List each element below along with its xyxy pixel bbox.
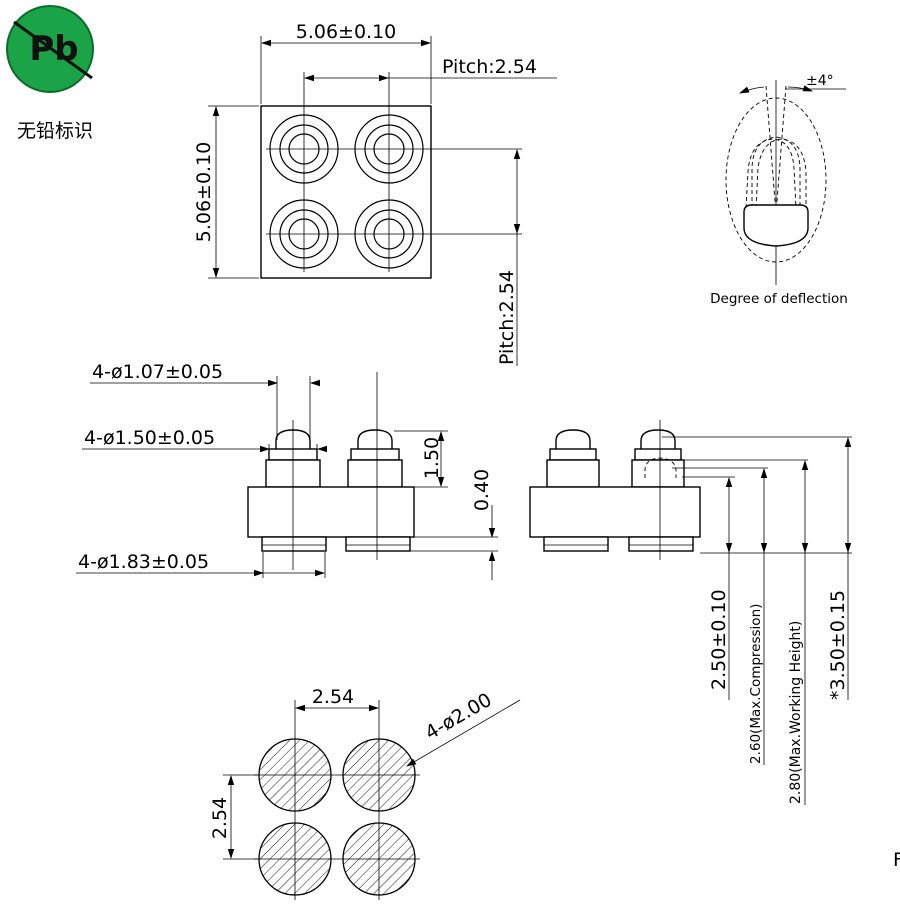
deflection-detail: ±4° Degree of deflection xyxy=(710,73,848,307)
side-view-right: 2.50±0.10 2.60(Max.Compression) 2.80(Max… xyxy=(529,420,852,805)
connector-body xyxy=(247,486,415,538)
height-040-label: 0.40 xyxy=(471,469,493,511)
plunger-tip xyxy=(357,429,393,449)
pcb-pitch-h-dimension: 2.54 xyxy=(295,686,379,712)
pin-dia-label: 4-ø1.07±0.05 xyxy=(92,361,223,383)
top-view-outline xyxy=(260,105,432,279)
plunger-barrel xyxy=(347,459,403,488)
plunger-outline-center xyxy=(751,136,801,208)
plunger-neck xyxy=(350,448,400,461)
base-dia-label: 4-ø1.83±0.05 xyxy=(78,551,209,573)
height-250-dimension: 2.50±0.10 xyxy=(708,477,733,700)
plunger-dia-dimension: 4-ø1.50±0.05 xyxy=(82,427,327,460)
height-280-label: 2.80(Max.Working Height) xyxy=(788,621,804,804)
pcb-pitch-v-dimension: 2.54 xyxy=(209,774,258,860)
height-040-dimension: 0.40 xyxy=(410,469,498,580)
pcb-pad-dia-dimension: 4-ø2.00 xyxy=(406,689,521,767)
base-dia-dimension: 4-ø1.83±0.05 xyxy=(76,551,326,578)
top-height-label: 5.06±0.10 xyxy=(193,142,215,243)
pcb-pads xyxy=(258,738,416,896)
side-view-left: 4-ø1.07±0.05 4-ø1.50±0.05 4-ø1.83±0.05 1… xyxy=(76,361,498,580)
height-260-label: 2.60(Max.Compression) xyxy=(748,604,764,764)
height-150-label: 1.50 xyxy=(421,437,443,479)
top-height-dimension: 5.06±0.10 xyxy=(193,105,259,279)
deflection-caption: Degree of deflection xyxy=(710,291,848,307)
top-pitch-h-label: Pitch:2.54 xyxy=(442,56,537,78)
top-pitch-h-dimension: Pitch:2.54 xyxy=(304,56,557,82)
base-tail xyxy=(345,536,411,552)
height-280-dimension: 2.80(Max.Working Height) xyxy=(788,460,809,805)
pin-dia-dimension: 4-ø1.07±0.05 xyxy=(90,361,320,440)
height-250-label: 2.50±0.10 xyxy=(708,589,730,690)
height-350-dimension: *3.50±0.15 xyxy=(827,437,852,700)
top-pitch-v-dimension: Pitch:2.54 xyxy=(496,149,521,366)
height-150-dimension: 1.50 xyxy=(394,430,448,488)
logo-caption: 无铅标识 xyxy=(17,120,93,142)
top-pitch-v-label: Pitch:2.54 xyxy=(496,270,518,365)
top-width-label: 5.06±0.10 xyxy=(296,21,397,43)
logo-strike-icon xyxy=(13,20,93,80)
lead-free-logo: Pb 无铅标识 xyxy=(6,5,94,142)
edge-text: F xyxy=(893,849,900,871)
base-tail xyxy=(261,536,327,552)
pcb-pad-pattern: 2.54 2.54 4-ø2.00 xyxy=(209,686,521,900)
top-width-dimension: 5.06±0.10 xyxy=(260,21,432,104)
height-350-label: *3.50±0.15 xyxy=(827,590,849,700)
plunger-dia-label: 4-ø1.50±0.05 xyxy=(84,427,215,449)
top-view: 5.06±0.10 Pitch:2.54 5.06±0.10 Pitch:2.5… xyxy=(193,21,557,366)
deflection-barrel xyxy=(743,204,809,247)
pcb-pitch-v-label: 2.54 xyxy=(209,797,231,839)
height-260-dimension: 2.60(Max.Compression) xyxy=(748,468,768,765)
top-view-centerlines xyxy=(266,72,522,272)
pcb-pitch-h-label: 2.54 xyxy=(312,686,354,708)
connector-body-right xyxy=(529,486,701,538)
deflection-angle-label: ±4° xyxy=(806,73,834,89)
